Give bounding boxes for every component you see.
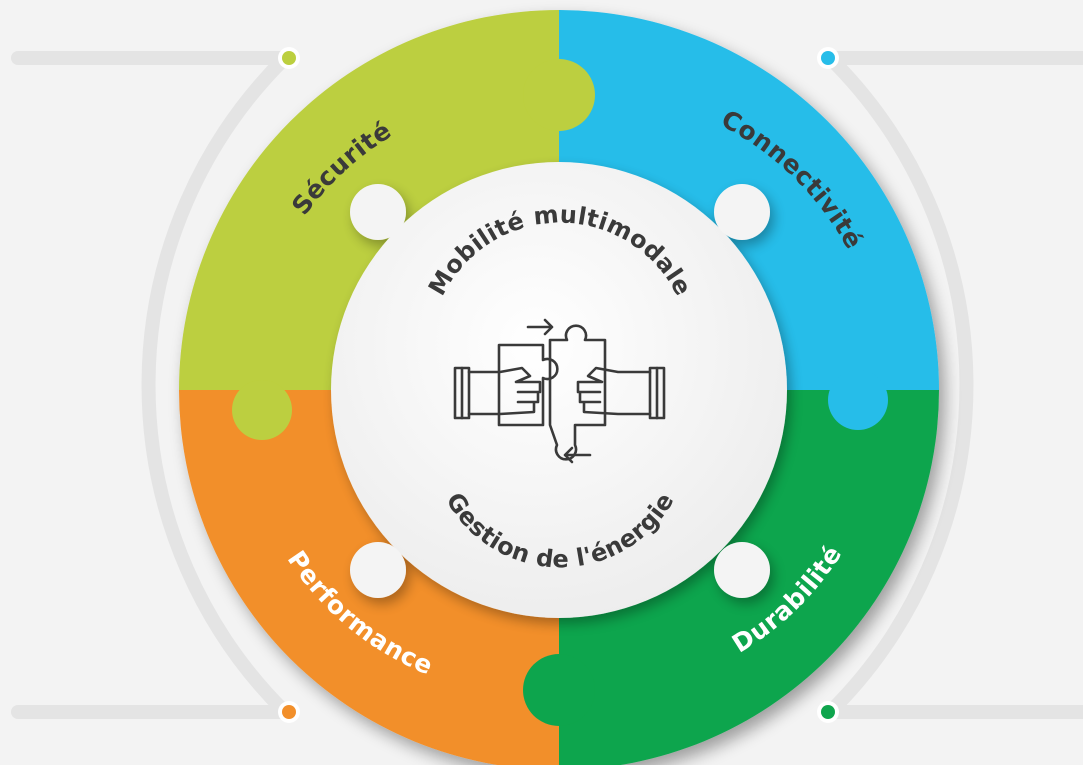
puzzle-tab-top — [523, 59, 595, 131]
puzzle-handshake-icon — [453, 318, 666, 464]
connector-dots — [278, 47, 839, 723]
center-piece — [331, 162, 787, 618]
puzzle-tab-right — [828, 370, 888, 430]
connector-lines — [11, 51, 1083, 719]
puzzle-tab-bottom — [523, 654, 595, 726]
puzzle-tab-left — [232, 380, 292, 440]
